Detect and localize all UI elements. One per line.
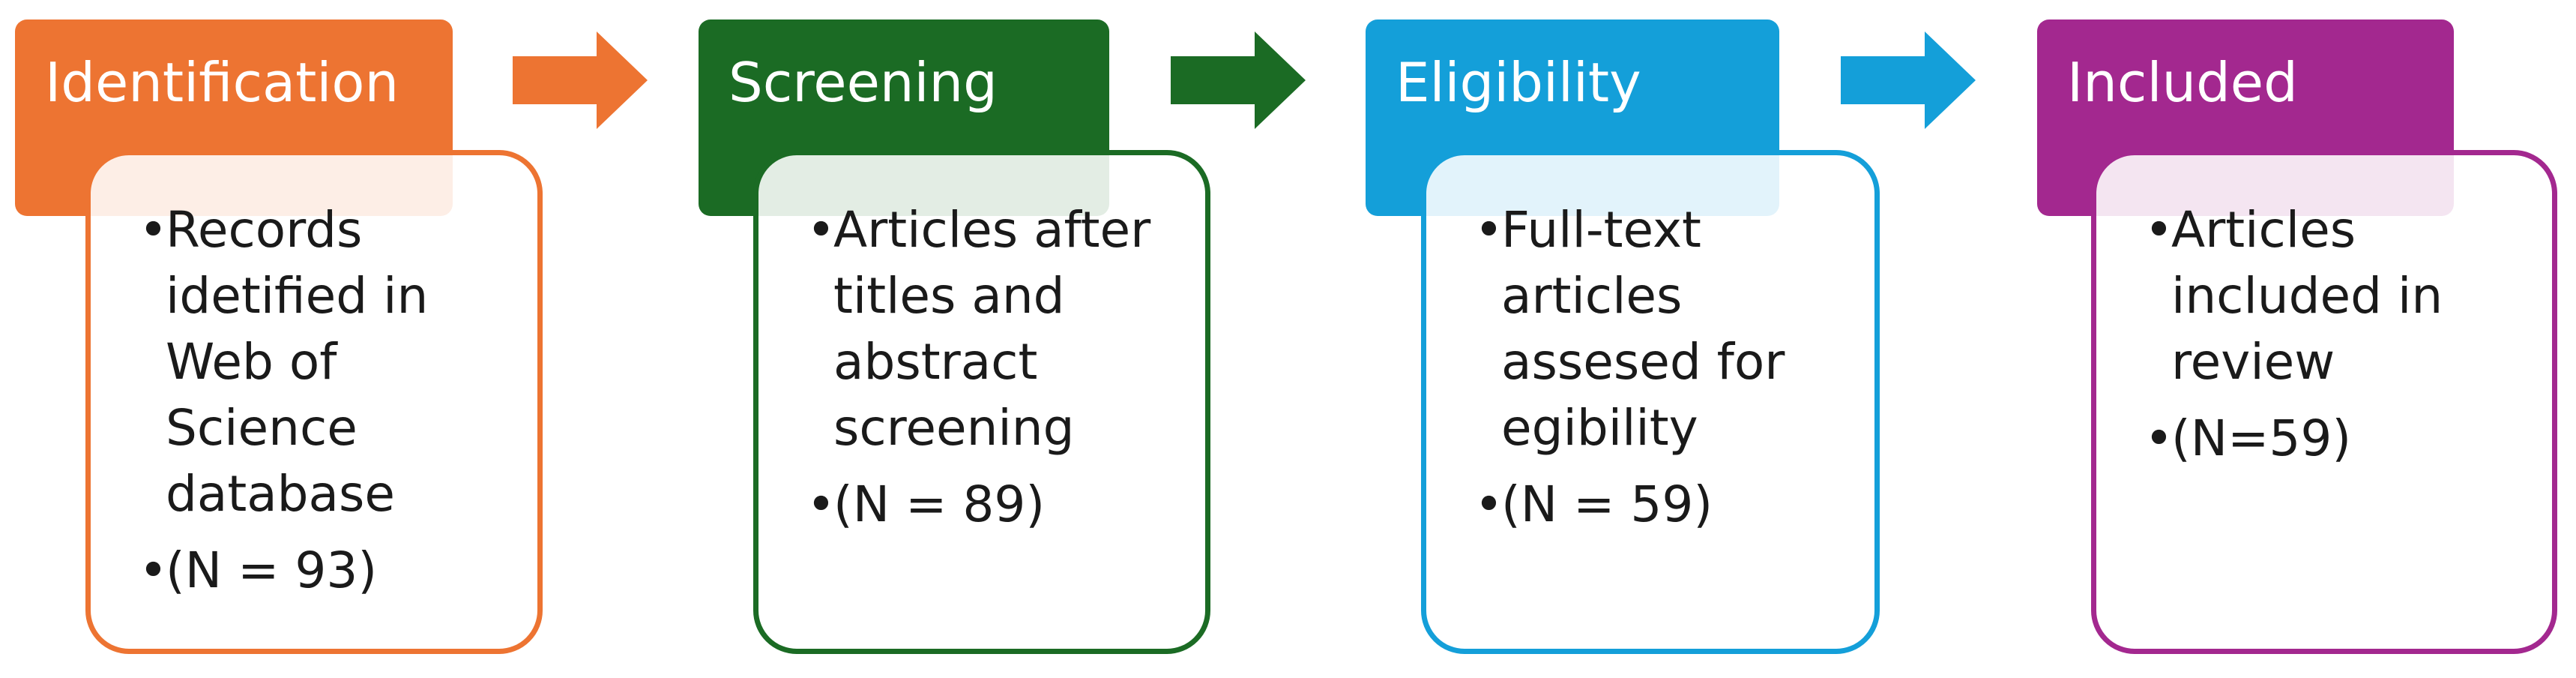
stage-eligibility-list: Full-text articles assesed for egibility…	[1426, 197, 1852, 538]
stage-screening-item: Articles after titles and abstract scree…	[758, 197, 1183, 461]
stage-screening-card: Articles after titles and abstract scree…	[753, 150, 1210, 654]
stage-identification-title: Identification	[45, 51, 399, 114]
stage-eligibility-card: Full-text articles assesed for egibility…	[1421, 150, 1880, 654]
stage-included-item: Articles included in review	[2096, 197, 2530, 395]
arrow-right-icon	[513, 32, 648, 129]
stage-eligibility-item: Full-text articles assesed for egibility	[1426, 197, 1852, 461]
stage-screening-list: Articles after titles and abstract scree…	[758, 197, 1183, 538]
stage-eligibility-title: Eligibility	[1396, 51, 1641, 114]
arrow-right-icon	[1841, 32, 1976, 129]
stage-eligibility-count: (N = 59)	[1426, 472, 1852, 538]
stage-included-title: Included	[2067, 51, 2298, 114]
stage-identification-item: Records idetified in Web of Science data…	[91, 197, 515, 527]
stage-included-card: Articles included in review (N=59)	[2091, 150, 2557, 654]
stage-identification-card: Records idetified in Web of Science data…	[85, 150, 543, 654]
stage-included-list: Articles included in review (N=59)	[2096, 197, 2530, 472]
arrow-right-icon	[1171, 32, 1306, 129]
stage-identification-count: (N = 93)	[91, 538, 515, 604]
stage-included-count: (N=59)	[2096, 406, 2530, 472]
stage-identification-list: Records idetified in Web of Science data…	[91, 197, 515, 604]
stage-screening-count: (N = 89)	[758, 472, 1183, 538]
stage-screening-title: Screening	[729, 51, 998, 114]
